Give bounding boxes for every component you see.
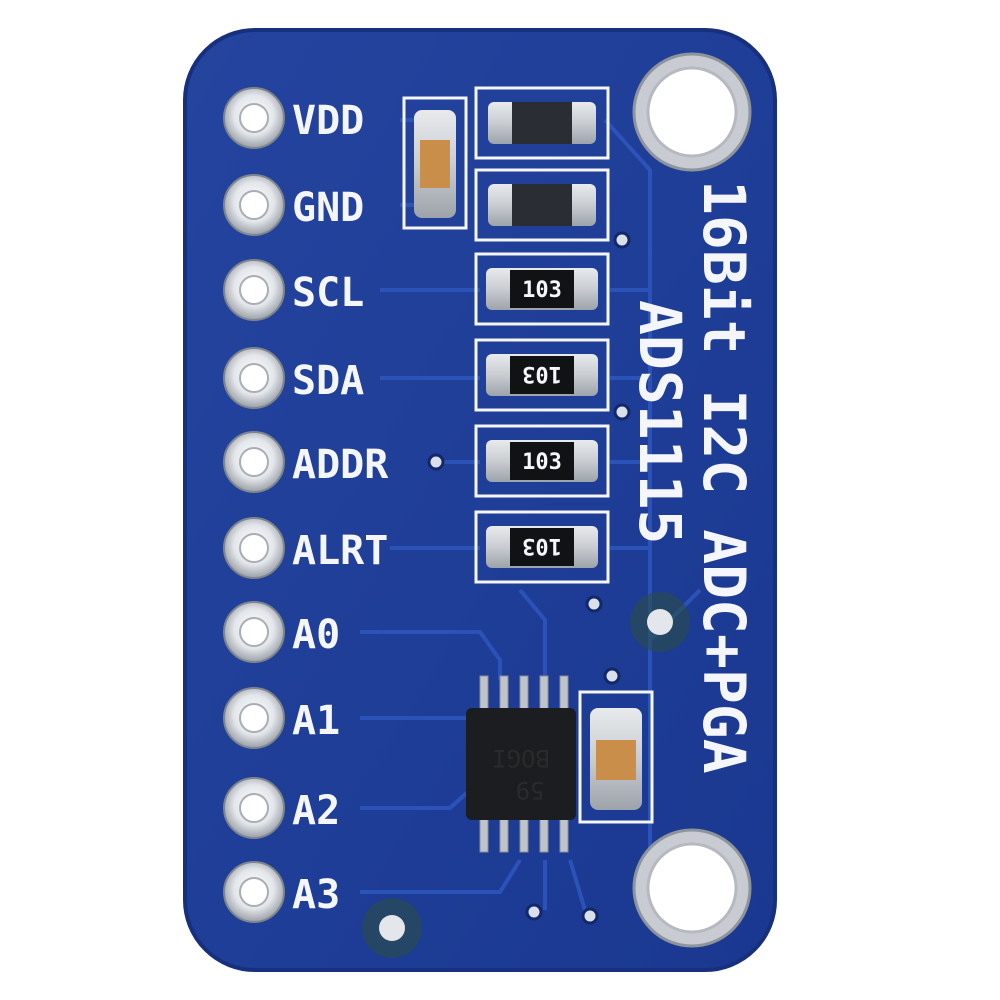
resistor-marking: 103 bbox=[522, 361, 562, 386]
pin-label-a0: A0 bbox=[292, 612, 340, 658]
fiducial-bottom bbox=[362, 898, 422, 958]
pin-label-sda: SDA bbox=[292, 358, 364, 404]
pin-label-a2: A2 bbox=[292, 788, 340, 834]
header-pad-a2 bbox=[223, 777, 285, 839]
smd-component-gnd bbox=[488, 184, 596, 226]
mounting-hole-bottom bbox=[632, 828, 752, 948]
board-title: 16Bit I2C ADC+PGA bbox=[690, 180, 758, 774]
header-pad-alrt bbox=[223, 517, 285, 579]
header-pad-a3 bbox=[223, 861, 285, 923]
board-part-number: ADS1115 bbox=[626, 300, 694, 544]
header-pad-gnd bbox=[223, 174, 285, 236]
resistor-4: 103 bbox=[486, 526, 598, 568]
header-pad-scl bbox=[223, 259, 285, 321]
header-pad-addr bbox=[223, 431, 285, 493]
pin-label-a3: A3 bbox=[292, 872, 340, 918]
header-pad-sda bbox=[223, 347, 285, 409]
vias bbox=[427, 231, 631, 925]
header-pad-a0 bbox=[223, 601, 285, 663]
pin-label-a1: A1 bbox=[292, 698, 340, 744]
resistor-marking: 103 bbox=[522, 533, 562, 558]
ic-marking-line2: 59 bbox=[516, 776, 545, 804]
component-silkscreen bbox=[474, 86, 654, 824]
fiducial-right bbox=[630, 592, 690, 652]
pin-label-alrt: ALRT bbox=[292, 528, 388, 574]
resistor-marking: 103 bbox=[522, 450, 562, 475]
resistor-3: 103 bbox=[486, 440, 598, 482]
header-pad-a1 bbox=[223, 687, 285, 749]
pin-label-vdd: VDD bbox=[292, 98, 364, 144]
pin-label-gnd: GND bbox=[292, 185, 364, 231]
resistor-1: 103 bbox=[486, 268, 598, 310]
ads1115-ic: BOGI 59 bbox=[466, 675, 576, 853]
smd-component-vdd bbox=[488, 102, 596, 144]
capacitor-ic bbox=[590, 708, 642, 810]
header-pad-vdd bbox=[223, 87, 285, 149]
pin-label-scl: SCL bbox=[292, 270, 364, 316]
resistor-marking: 103 bbox=[522, 278, 562, 303]
pin-label-addr: ADDR bbox=[292, 442, 389, 488]
resistor-2: 103 bbox=[486, 354, 598, 396]
mounting-hole-top bbox=[632, 52, 752, 172]
capacitor-decoupling bbox=[402, 96, 468, 230]
ic-marking-line1: BOGI bbox=[492, 744, 550, 772]
